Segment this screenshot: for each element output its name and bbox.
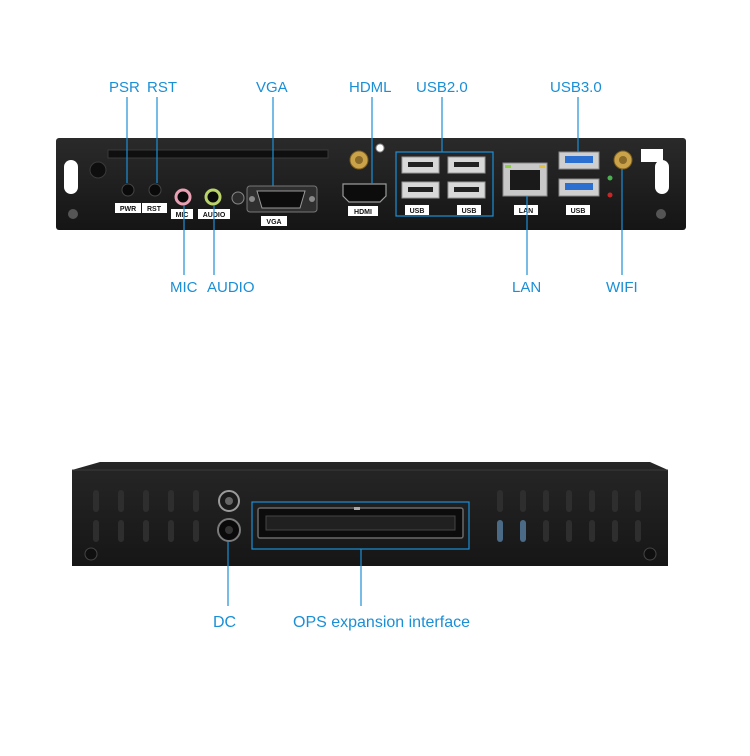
label-sticker [641,149,663,162]
antenna-core-1 [355,156,363,164]
antenna-hole-1 [375,143,385,153]
label-hdml: HDML [349,79,392,96]
ops-connector-key [354,507,360,510]
mic-jack [174,188,192,206]
reset-button [148,183,162,197]
vga-silk: VGA [266,219,281,226]
usb2-tongue-2 [454,162,479,167]
label-dc: DC [213,614,237,631]
antenna-core-2 [619,156,627,164]
label-mic: MIC [170,279,198,296]
pwr-silk-bg [115,203,141,213]
dc-jack-core [225,526,233,534]
rst-silk: RST [147,206,162,213]
usb3-silk: USB [571,208,586,215]
bottom-callout-lines [227,541,362,606]
label-wifi: WIFI [606,279,638,296]
label-psr: PSR [109,79,140,96]
lan-silk-bg [514,205,538,215]
mic-silk: MIC [176,212,189,219]
lan-led-left [505,165,511,168]
rear-io-panel: PWR RST MIC AUDIO VGA HDMI USB USB LAN U… [56,138,686,230]
usb2-tongue-4 [454,187,479,192]
pwr-silk: PWR [120,206,136,213]
audio-jack [204,188,222,206]
usb-a-silk-bg [405,205,429,215]
hdmi-port [342,183,387,203]
vga-screw-right [309,196,315,202]
label-rst: RST [147,79,177,96]
lan-led-right [539,165,545,168]
label-usb2: USB2.0 [416,79,468,96]
front-panel [72,462,668,566]
usb3-tongue-1 [565,156,593,163]
lan-silk: LAN [519,208,533,215]
usb-a-silk: USB [410,208,425,215]
jack-nut [231,191,245,205]
hdmi-silk-bg [348,206,378,216]
ops-connector-slot [265,515,456,531]
label-vga: VGA [256,79,288,96]
top-callout-lines [126,97,623,275]
vga-screw-left [249,196,255,202]
mount-slot-left [64,160,78,194]
power-button [121,183,135,197]
mic-silk-bg [171,209,193,219]
label-usb3: USB3.0 [550,79,602,96]
usb3-tongue-2 [565,183,593,190]
usb2-ports [401,156,486,199]
status-led-red [607,192,613,198]
usb2-highlight-box [395,151,494,217]
label-ops: OPS expansion interface [293,614,470,631]
hdmi-silk: HDMI [354,209,372,216]
usb3-silk-bg [566,205,590,215]
screw-left [68,209,78,219]
label-audio: AUDIO [207,279,255,296]
front-vents-right [497,490,641,542]
rst-silk-bg [142,203,167,213]
label-lan: LAN [512,279,542,296]
power-jack-core [225,497,233,505]
front-screw-right [643,547,657,561]
usb2-tongue-1 [408,162,433,167]
front-screw-left [84,547,98,561]
vga-silk-bg [261,216,287,226]
usb-b-silk: USB [462,208,477,215]
mount-slot-right [655,160,669,194]
card-slot [107,149,329,159]
status-led-green [607,175,613,181]
screw-left-upper [89,161,107,179]
usb-b-silk-bg [457,205,481,215]
screw-right [656,209,666,219]
front-vents-left [93,490,199,542]
usb2-tongue-3 [408,187,433,192]
vga-port [256,190,306,209]
lan-socket [510,170,540,190]
